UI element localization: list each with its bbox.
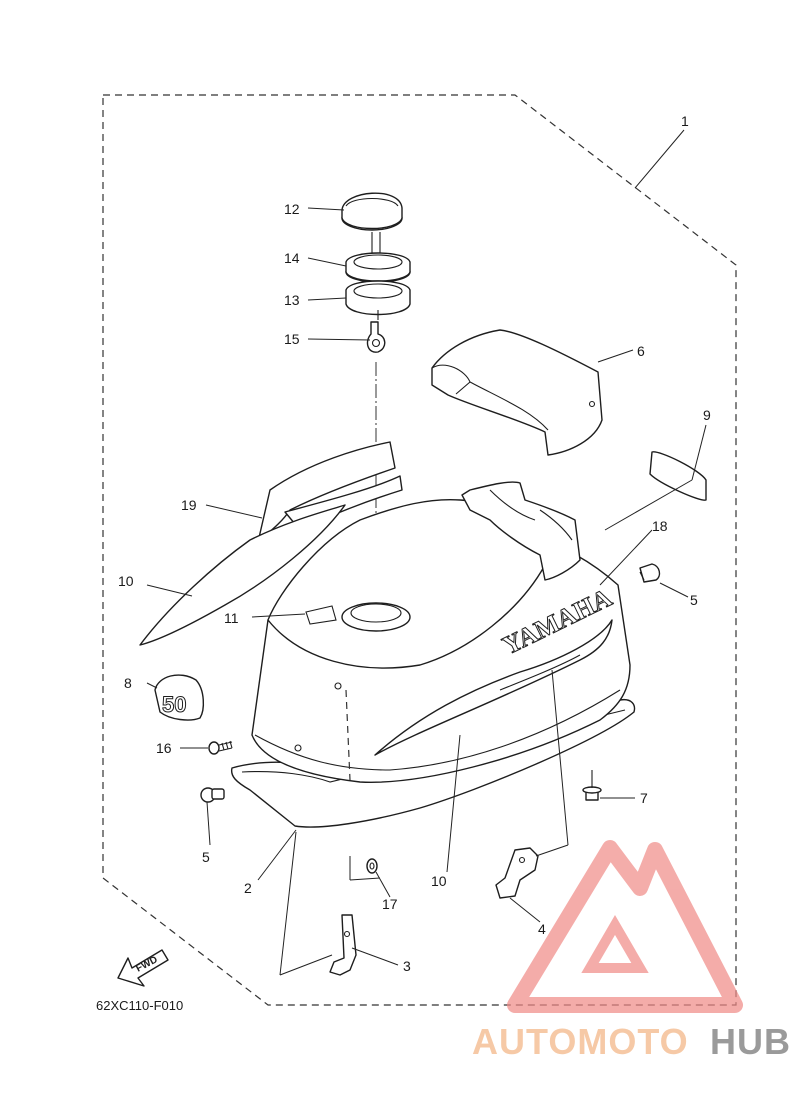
callout-4: 4 xyxy=(538,921,546,937)
callout-18: 18 xyxy=(652,518,668,534)
part-13-grommet xyxy=(345,280,411,320)
part-17-grommet xyxy=(366,858,378,874)
callout-2: 2 xyxy=(244,880,252,896)
part-10-stripe-left xyxy=(139,504,346,646)
part-4-hook xyxy=(495,847,539,899)
part-12-cap xyxy=(341,192,403,231)
callout-1: 1 xyxy=(681,113,689,129)
part-14-seal xyxy=(345,252,411,283)
callout-3: 3 xyxy=(403,958,411,974)
callout-19: 19 xyxy=(181,497,197,513)
part-9-decal xyxy=(649,451,707,501)
callout-10-left: 10 xyxy=(118,573,134,589)
callout-6: 6 xyxy=(637,343,645,359)
part-16-screw xyxy=(208,740,233,755)
part-19-side-decal xyxy=(257,441,396,543)
watermark-text-a: AUTOMOTO xyxy=(472,1021,689,1062)
callout-16: 16 xyxy=(156,740,172,756)
callouts: 1 12 14 13 15 6 9 19 10 11 18 5 8 16 5 7… xyxy=(118,113,711,974)
diagram-code: 62XC110-F010 xyxy=(96,998,183,1013)
leader-lines xyxy=(146,129,707,976)
part-5-screw-left xyxy=(200,787,225,803)
callout-10-right: 10 xyxy=(431,873,447,889)
callout-7: 7 xyxy=(640,790,648,806)
part-8-model-decal: 50 xyxy=(154,674,205,721)
callout-15: 15 xyxy=(284,331,300,347)
callout-9: 9 xyxy=(703,407,711,423)
callout-5-left: 5 xyxy=(202,849,210,865)
watermark-logo xyxy=(507,840,743,1013)
main-cowling: YAMAHA xyxy=(230,481,636,828)
callout-13: 13 xyxy=(284,292,300,308)
watermark-text-b: HUB xyxy=(710,1021,791,1062)
callout-8: 8 xyxy=(124,675,132,691)
part-15-clip xyxy=(366,321,386,353)
model-decal-text: 50 xyxy=(162,692,186,717)
watermark-text: AUTOMOTO HUB xyxy=(472,1021,791,1062)
callout-11: 11 xyxy=(224,610,239,626)
callout-12: 12 xyxy=(284,201,300,217)
callout-14: 14 xyxy=(284,250,300,266)
part-3-bracket xyxy=(329,914,357,976)
part-7-bolt xyxy=(582,770,602,801)
part-6-top-cover xyxy=(431,329,603,456)
callout-5-right: 5 xyxy=(690,592,698,608)
part-10-stripe-right xyxy=(374,619,613,756)
fwd-arrow-icon: FWD xyxy=(117,949,169,987)
part-5-screw-right xyxy=(639,563,661,583)
callout-17: 17 xyxy=(382,896,398,912)
